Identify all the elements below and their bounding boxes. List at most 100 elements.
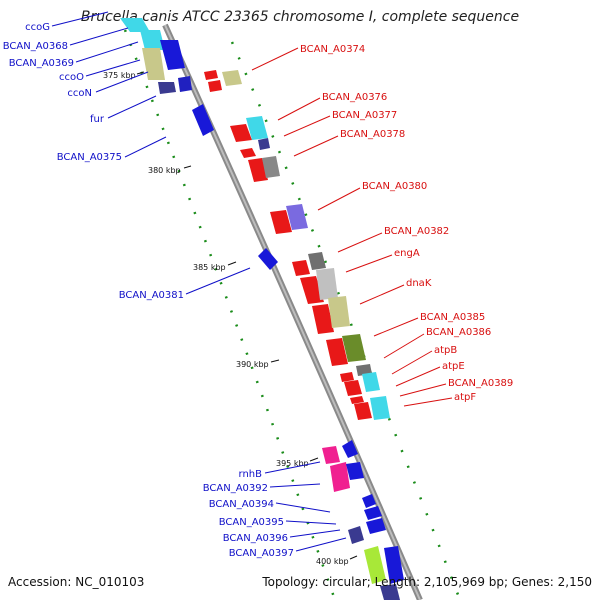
tick-mark-385 bbox=[227, 261, 237, 266]
leader-bcan-a0392 bbox=[269, 483, 321, 488]
label-bcan-a0382: BCAN_A0382 bbox=[384, 226, 449, 237]
leader-ccon bbox=[95, 71, 149, 93]
label-dnak: dnaK bbox=[406, 278, 432, 289]
left-gene-labels: ccoG BCAN_A0368 BCAN_A0369 ccoO ccoN fur… bbox=[3, 11, 347, 559]
label-atpf: atpF bbox=[454, 392, 476, 403]
gene-bcan-a0376 bbox=[246, 116, 268, 140]
gene-bcan-a0385-a bbox=[326, 338, 348, 366]
leader-bcan-a0375 bbox=[124, 136, 167, 158]
label-bcan-a0369: BCAN_A0369 bbox=[9, 58, 74, 69]
tick-label-390: 390 kbp bbox=[236, 360, 269, 369]
gene-bcan-a0374-a bbox=[208, 80, 222, 92]
leader-atpe bbox=[395, 366, 441, 387]
gene-ccon-a bbox=[158, 82, 176, 94]
label-bcan-a0394: BCAN_A0394 bbox=[209, 499, 274, 510]
leader-dnak bbox=[359, 284, 405, 305]
label-bcan-a0380: BCAN_A0380 bbox=[362, 181, 427, 192]
right-gene-labels: BCAN_A0374 BCAN_A0376 BCAN_A0377 BCAN_A0… bbox=[251, 44, 513, 407]
gene-bcan-a0386 bbox=[356, 364, 372, 376]
tick-label-375: 375 kbp bbox=[103, 71, 136, 80]
gc-inner-dots bbox=[123, 29, 337, 600]
label-fur: fur bbox=[90, 114, 105, 125]
leader-bcan-a0394 bbox=[275, 502, 331, 513]
gene-bcan-a0381 bbox=[258, 248, 278, 270]
gene-bcan-a0396-a bbox=[362, 494, 376, 508]
tick-mark-390 bbox=[270, 359, 280, 363]
gene-atpe bbox=[362, 372, 380, 392]
gene-bcan-a0377-b bbox=[240, 148, 256, 158]
label-bcan-a0375: BCAN_A0375 bbox=[57, 152, 122, 163]
label-bcan-a0392: BCAN_A0392 bbox=[203, 483, 268, 494]
gene-atpb-a bbox=[340, 372, 354, 382]
label-bcan-a0389: BCAN_A0389 bbox=[448, 378, 513, 389]
gene-bcan-a0397 bbox=[366, 518, 386, 534]
genome-info-text: Topology: circular; Length: 2,105,969 bp… bbox=[262, 575, 592, 589]
leader-ccog bbox=[51, 11, 109, 27]
gene-cluster-a bbox=[348, 526, 364, 544]
leader-ccoo bbox=[85, 59, 141, 77]
gene-bcan-a0392 bbox=[330, 462, 350, 492]
gene-bcan-a0395 bbox=[346, 462, 364, 480]
forward-strand-genes bbox=[204, 70, 390, 420]
tick-label-400: 400 kbp bbox=[316, 557, 349, 566]
gene-bcan-a0368 bbox=[140, 30, 165, 50]
tick-label-395: 395 kbp bbox=[276, 459, 309, 468]
label-bcan-a0395: BCAN_A0395 bbox=[219, 517, 284, 528]
map-title: Brucella canis ATCC 23365 chromosome I, … bbox=[80, 9, 520, 25]
tick-mark-395 bbox=[309, 457, 319, 462]
gene-bcan-a0377 bbox=[258, 138, 270, 150]
leader-bcan-a0386 bbox=[383, 333, 425, 359]
label-bcan-a0376: BCAN_A0376 bbox=[322, 92, 387, 103]
gene-bcan-a0376-a bbox=[230, 124, 252, 142]
accession-text: Accession: NC_010103 bbox=[8, 575, 145, 589]
gene-bcan-a0394 bbox=[342, 440, 358, 458]
label-bcan-a0397: BCAN_A0397 bbox=[229, 548, 294, 559]
leader-bcan-a0376 bbox=[277, 97, 321, 121]
label-atpe: atpE bbox=[442, 361, 465, 372]
gene-cluster-b bbox=[364, 546, 386, 584]
leader-bcan-a0377 bbox=[283, 115, 331, 137]
gene-fur bbox=[192, 104, 214, 136]
leader-atpf bbox=[403, 397, 453, 407]
gene-bcan-a0369 bbox=[142, 48, 165, 80]
tick-label-385: 385 kbp bbox=[193, 263, 226, 272]
label-rnhb: rnhB bbox=[239, 469, 263, 480]
gene-atpf bbox=[370, 396, 390, 420]
tick-mark-375 bbox=[136, 71, 145, 75]
leader-enga bbox=[345, 254, 393, 273]
gene-bcan-a0385 bbox=[342, 334, 366, 362]
gene-rnhb bbox=[322, 446, 340, 464]
leader-bcan-a0389 bbox=[399, 383, 447, 397]
label-bcan-a0374: BCAN_A0374 bbox=[300, 44, 365, 55]
gene-bcan-a0380 bbox=[286, 204, 308, 230]
gene-bcan-a0380-a bbox=[270, 210, 292, 234]
label-bcan-a0368: BCAN_A0368 bbox=[3, 41, 68, 52]
gene-ccoo bbox=[160, 40, 185, 70]
gene-ccon-b bbox=[178, 76, 192, 92]
leader-bcan-a0385 bbox=[373, 317, 419, 337]
tick-mark-380 bbox=[183, 165, 192, 169]
gene-ccog bbox=[120, 18, 150, 32]
leader-bcan-a0396 bbox=[289, 529, 341, 538]
leader-bcan-a0395 bbox=[285, 520, 337, 525]
label-bcan-a0385: BCAN_A0385 bbox=[420, 312, 485, 323]
position-ticks: 375 kbp 380 kbp 385 kbp 390 kbp 395 kbp … bbox=[103, 71, 358, 566]
gene-bcan-a0389-a bbox=[350, 396, 364, 404]
gene-bcan-a0374 bbox=[222, 70, 242, 86]
leader-fur bbox=[107, 95, 157, 119]
label-bcan-a0386: BCAN_A0386 bbox=[426, 327, 491, 338]
gene-dnak bbox=[328, 296, 350, 328]
leader-bcan-a0378 bbox=[293, 135, 339, 157]
label-enga: engA bbox=[394, 248, 420, 259]
leader-bcan-a0380 bbox=[317, 187, 361, 211]
label-ccon: ccoN bbox=[67, 88, 92, 99]
leader-atpb bbox=[391, 350, 433, 375]
gene-bcan-a0373 bbox=[204, 70, 218, 80]
gene-cluster-d bbox=[380, 584, 400, 600]
leader-bcan-a0382 bbox=[337, 232, 383, 253]
chromosome-backbone-highlight bbox=[164, 24, 421, 600]
tick-mark-400 bbox=[349, 555, 358, 560]
gene-bcan-a0396-b bbox=[364, 506, 382, 520]
leader-bcan-a0397 bbox=[295, 537, 347, 552]
